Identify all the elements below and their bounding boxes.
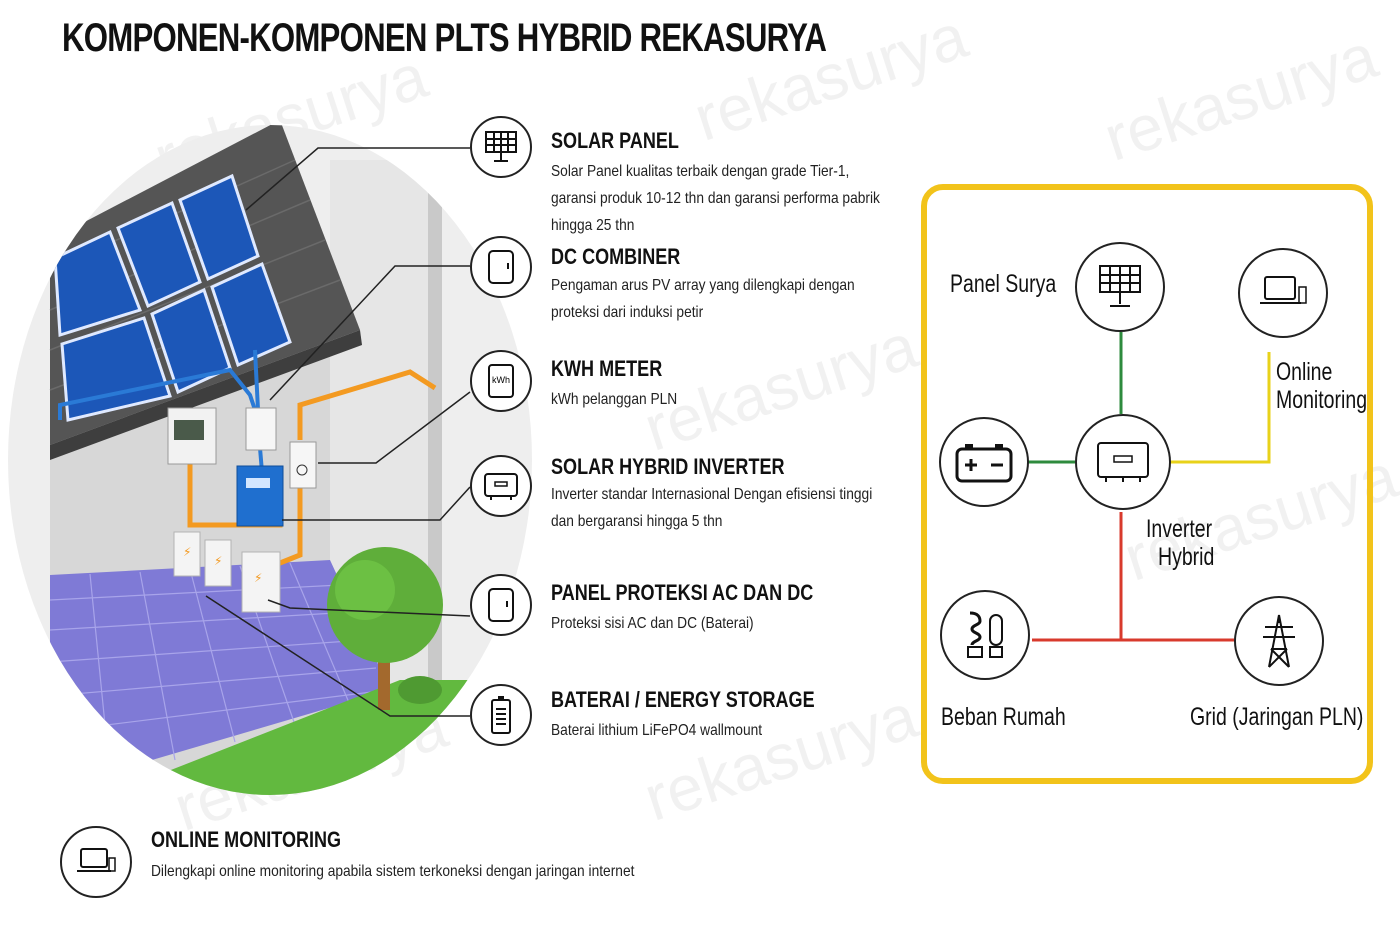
node-solar-panel: [1075, 242, 1165, 332]
system-diagram-frame: [921, 184, 1373, 784]
solar-panel-icon: [470, 116, 532, 178]
svg-text:⚡: ⚡: [183, 545, 191, 559]
component-desc-kwh-meter: kWh pelanggan PLN: [551, 391, 678, 408]
battery-icon: [470, 684, 532, 746]
inverter-icon: [470, 455, 532, 517]
label-grid-pln: Grid (Jaringan PLN): [1190, 703, 1364, 731]
component-title-battery: BATERAI / ENERGY STORAGE: [551, 687, 815, 712]
node-inverter: [1075, 414, 1171, 510]
label-hybrid: Hybrid: [1158, 543, 1215, 571]
node-battery: [939, 417, 1029, 507]
house-illustration: ⚡ ⚡ ⚡: [8, 125, 532, 795]
component-desc-dc-combiner: Pengaman arus PV array yang dilengkapi d…: [551, 277, 855, 321]
svg-text:⚡: ⚡: [254, 571, 262, 585]
node-house-load: [940, 590, 1030, 680]
combiner-box-icon: [470, 236, 532, 298]
component-title-solar-panel: SOLAR PANEL: [551, 128, 679, 153]
node-monitoring: [1238, 248, 1328, 338]
component-title-protection-panel: PANEL PROTEKSI AC DAN DC: [551, 580, 814, 605]
label-panel-surya: Panel Surya: [950, 270, 1057, 298]
protection-panel-icon: [470, 574, 532, 636]
component-desc-protection-panel: Proteksi sisi AC dan DC (Baterai): [551, 615, 754, 632]
svg-text:⚡: ⚡: [214, 554, 222, 568]
node-grid: [1234, 596, 1324, 686]
label-inverter: Inverter: [1146, 515, 1213, 543]
page-title: KOMPONEN-KOMPONEN PLTS HYBRID REKASURYA: [62, 16, 827, 60]
component-desc-hybrid-inverter: Inverter standar Internasional Dengan ef…: [551, 486, 873, 530]
monitoring-title: ONLINE MONITORING: [151, 827, 342, 852]
label-beban-rumah: Beban Rumah: [941, 703, 1066, 731]
component-title-dc-combiner: DC COMBINER: [551, 244, 681, 269]
kwh-badge: kWh: [492, 375, 510, 385]
laptop-icon: [60, 826, 132, 898]
component-title-hybrid-inverter: SOLAR HYBRID INVERTER: [551, 454, 785, 479]
component-desc-solar-panel: Solar Panel kualitas terbaik dengan grad…: [551, 163, 880, 234]
kwh-meter-icon: kWh: [470, 350, 532, 412]
label-monitoring: Monitoring: [1276, 386, 1368, 414]
component-desc-battery: Baterai lithium LiFePO4 wallmount: [551, 722, 763, 739]
component-title-kwh-meter: KWH METER: [551, 356, 663, 381]
label-online: Online: [1276, 358, 1333, 386]
monitoring-desc: Dilengkapi online monitoring apabila sis…: [151, 863, 635, 880]
